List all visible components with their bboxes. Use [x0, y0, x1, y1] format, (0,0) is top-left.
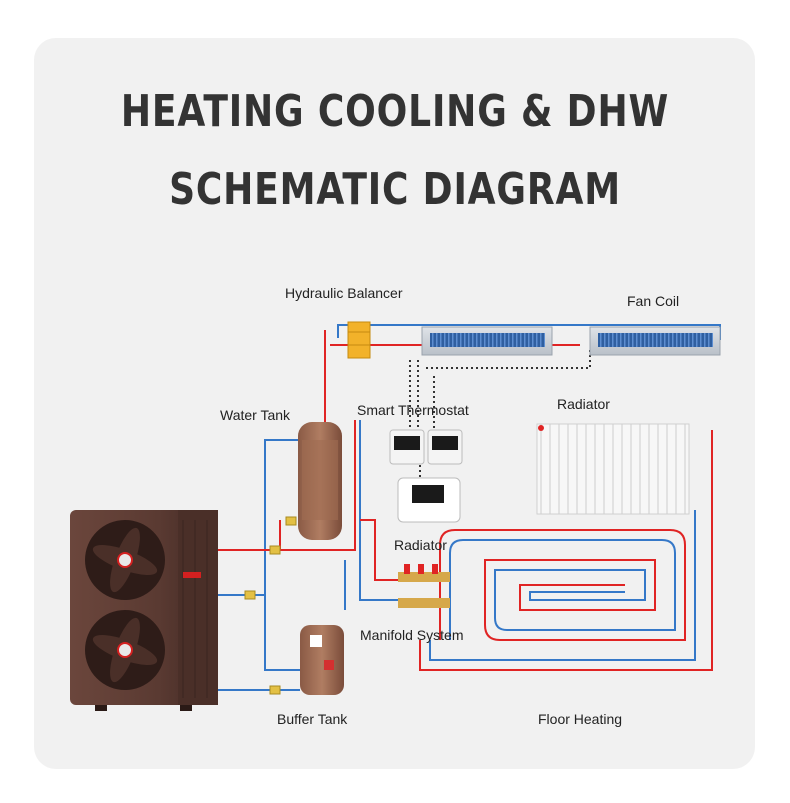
label-radiator-mid: Radiator: [394, 537, 447, 553]
label-buffer-tank: Buffer Tank: [277, 711, 348, 727]
hot-pipe-to-manifold: [360, 519, 410, 581]
manifold: [398, 564, 450, 608]
label-manifold-system: Manifold System: [360, 627, 464, 643]
hydraulic-balancer: [347, 321, 371, 359]
wire-3: [426, 350, 591, 369]
control-box: [397, 477, 461, 523]
label-radiator-top: Radiator: [557, 396, 610, 412]
cold-pipe-right: [359, 420, 410, 601]
label-water-tank: Water Tank: [220, 407, 291, 423]
title-line-1: HEATING COOLING & DHW: [120, 86, 670, 137]
hot-pipe-radiator: [419, 430, 713, 671]
cold-pipes: [218, 324, 721, 691]
label-hydraulic-balancer: Hydraulic Balancer: [285, 285, 403, 301]
cold-pipe-buffer-loop: [264, 590, 300, 671]
radiator-panel: [536, 423, 690, 515]
fan-coil-2: [589, 326, 721, 356]
thermostat-wires: [409, 350, 591, 480]
label-floor-heating: Floor Heating: [538, 711, 623, 727]
label-smart-thermostat: Smart Thermostat: [357, 402, 469, 418]
cold-pipe-main-vertical: [264, 439, 300, 590]
fan-coil-1: [421, 326, 553, 356]
heat-pump-unit: [70, 510, 218, 711]
water-tank: [298, 422, 342, 540]
floor-heating-loop: [439, 529, 686, 641]
smart-thermostat-2: [427, 429, 463, 465]
cold-pipe-radiator: [429, 510, 696, 661]
title-line-2: SCHEMATIC DIAGRAM: [169, 164, 621, 215]
buffer-tank: [300, 625, 344, 695]
hot-pipe-main: [218, 420, 356, 551]
cold-pipe-balancer: [337, 324, 585, 338]
valves: [244, 516, 297, 695]
label-fan-coil: Fan Coil: [627, 293, 680, 309]
smart-thermostat-1: [389, 429, 425, 465]
